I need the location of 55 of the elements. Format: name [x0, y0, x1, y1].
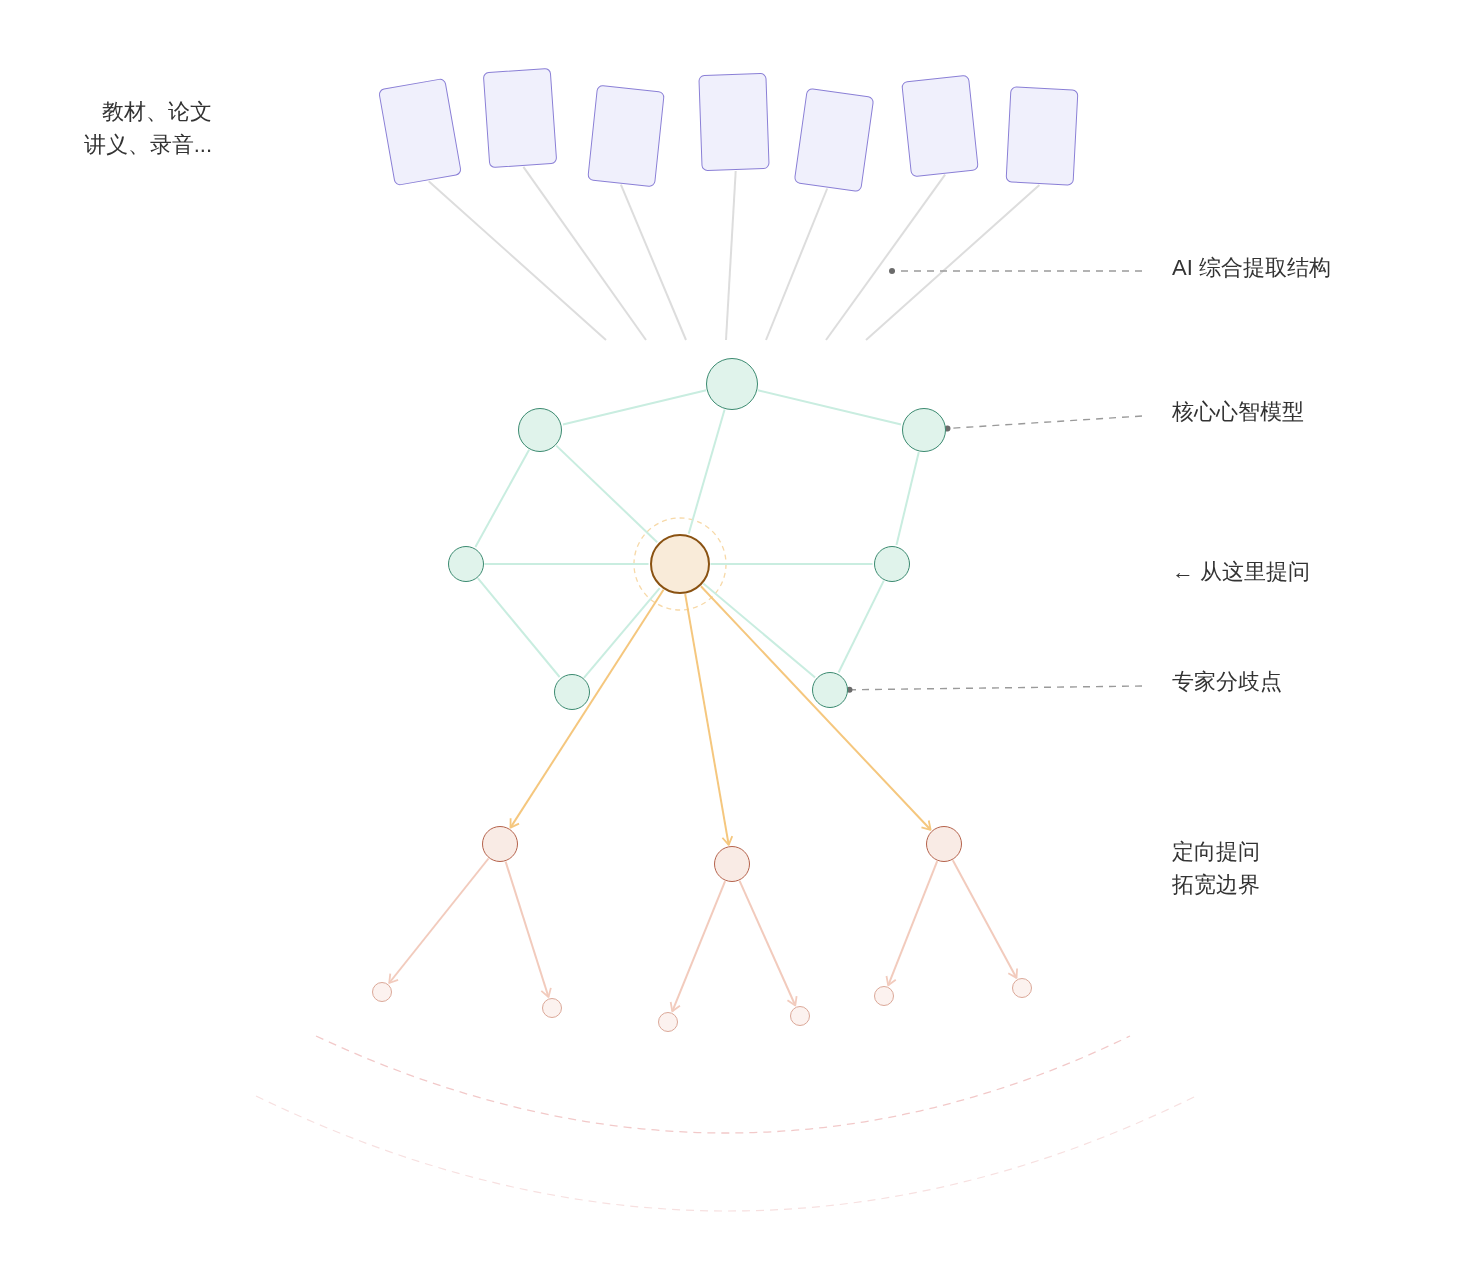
node-circle: [714, 846, 750, 882]
annotation-text: ← 从这里提问: [1172, 558, 1311, 586]
document-card: [1005, 86, 1079, 186]
connector-line: [687, 408, 726, 535]
connector-line: [561, 389, 708, 426]
node-circle: [926, 826, 962, 862]
connector-line: [427, 180, 607, 341]
arrow: [509, 588, 665, 829]
connector-line: [474, 448, 531, 548]
node-circle: [518, 408, 562, 452]
document-card: [698, 72, 770, 172]
arrow: [669, 880, 727, 1013]
connector-line: [837, 579, 885, 674]
node-circle: [812, 672, 848, 708]
node-circle: [372, 982, 392, 1002]
node-circle: [706, 358, 758, 410]
node-circle: [658, 1012, 678, 1032]
node-circle: [790, 1006, 810, 1026]
annotation-text: 核心心智模型: [1172, 395, 1304, 428]
source-list-text: 教材、论文讲义、录音...: [82, 98, 212, 159]
arrow: [738, 879, 798, 1007]
connector-line: [522, 165, 647, 341]
connector-line: [825, 173, 947, 341]
connector-line: [619, 183, 687, 341]
node-circle: [874, 986, 894, 1006]
node-circle: [1012, 978, 1032, 998]
node-circle: [448, 546, 484, 582]
connector-line: [476, 577, 561, 678]
arrow: [699, 585, 932, 831]
node-circle: [482, 826, 518, 862]
arrow: [885, 860, 939, 987]
connector-line: [483, 563, 650, 565]
arrow: [684, 593, 734, 846]
node-circle: [874, 546, 910, 582]
annotation-text: 专家分歧点: [1172, 665, 1282, 698]
node-circle: [902, 408, 946, 452]
arrow: [388, 857, 490, 984]
leader-line: [944, 415, 1143, 432]
annotation-text: 定向提问拓宽边界: [1172, 838, 1261, 899]
connector-line: [765, 187, 829, 341]
connector-line: [582, 587, 661, 679]
arrow: [504, 860, 552, 998]
start-node-circle: [650, 534, 710, 594]
connector-line: [895, 450, 920, 546]
connector-line: [702, 582, 817, 679]
leader-line: [889, 268, 1143, 274]
connector-line: [709, 563, 874, 565]
arrow: [951, 859, 1018, 979]
connector-line: [725, 170, 737, 341]
node-circle: [554, 674, 590, 710]
leader-line: [846, 685, 1143, 693]
connector-line: [555, 444, 659, 544]
annotation-text: AI 综合提取结构: [1172, 251, 1331, 284]
connector-line: [756, 389, 903, 426]
node-circle: [542, 998, 562, 1018]
